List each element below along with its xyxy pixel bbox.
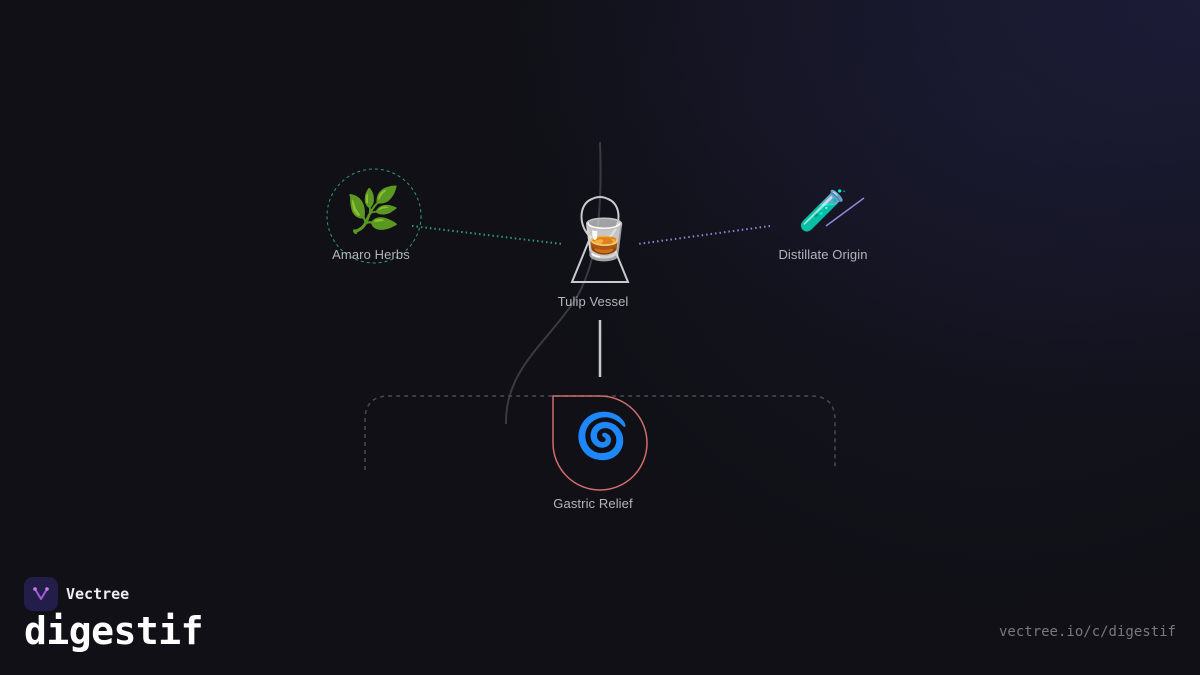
node-distillate-origin-accent bbox=[825, 197, 865, 227]
node-amaro-herbs-label: Amaro Herbs bbox=[332, 247, 410, 262]
background-swirl-line bbox=[504, 141, 602, 425]
node-tulip-vessel-shape[interactable] bbox=[570, 196, 630, 283]
page-url[interactable]: vectree.io/c/digestif bbox=[998, 624, 1176, 640]
edge-amaro-to-vessel bbox=[411, 225, 563, 245]
herb-icon: 🌿 bbox=[345, 185, 401, 236]
node-gastric-relief-label: Gastric Relief bbox=[553, 496, 633, 511]
test-tube-icon: 🧪 bbox=[798, 188, 848, 234]
spiral-icon: 🌀 bbox=[574, 411, 630, 462]
edge-distillate-to-vessel bbox=[637, 225, 771, 245]
brand: Vectree bbox=[24, 577, 129, 611]
node-tulip-vessel-label: Tulip Vessel bbox=[557, 294, 629, 309]
node-gastric-relief-shape[interactable] bbox=[552, 395, 648, 491]
node-distillate-origin-label: Distillate Origin bbox=[778, 247, 868, 262]
page-title: digestif bbox=[24, 609, 204, 653]
node-amaro-herbs-shape[interactable] bbox=[326, 168, 422, 264]
brand-name[interactable]: Vectree bbox=[66, 585, 130, 603]
vectree-logo-icon[interactable] bbox=[24, 577, 58, 611]
tumbler-glass-icon: 🥃 bbox=[579, 217, 629, 263]
